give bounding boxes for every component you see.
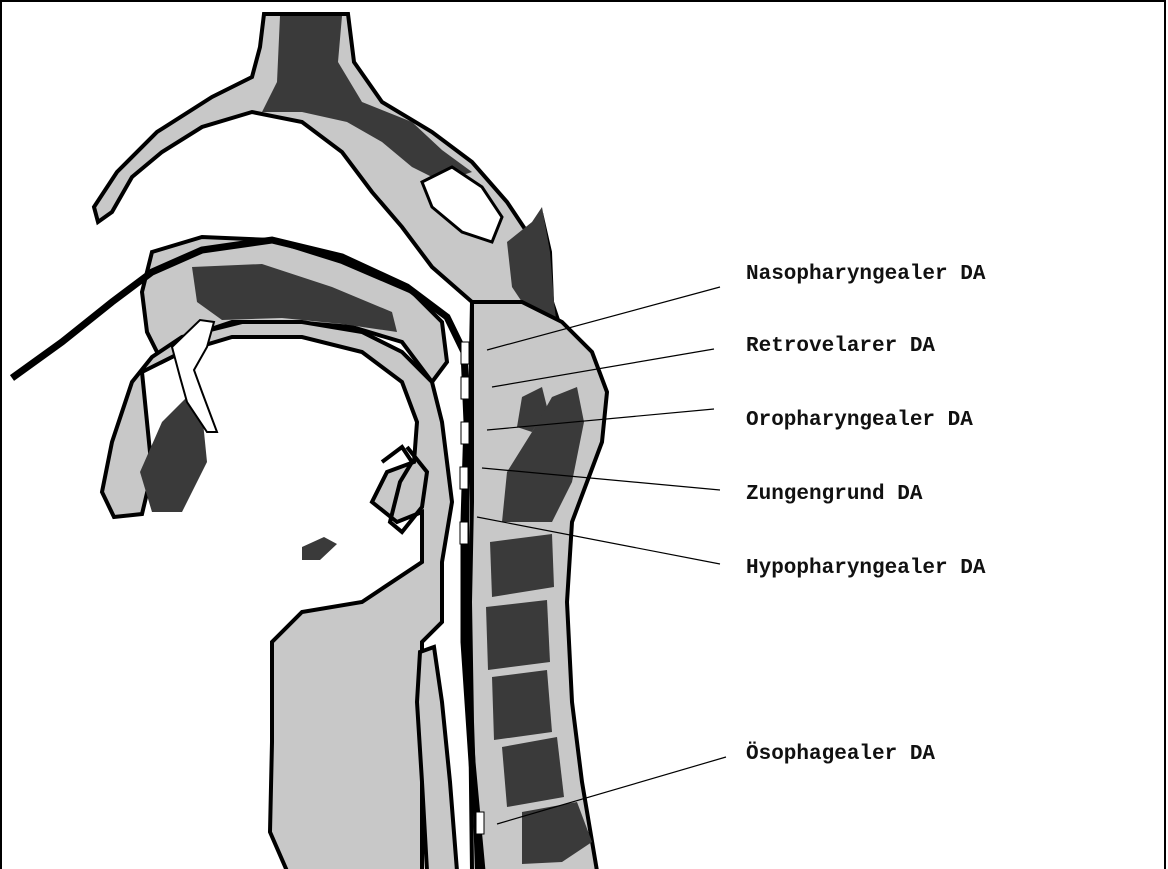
tongue-mandible	[102, 322, 452, 869]
sensor-hypo	[460, 522, 468, 544]
label-nasopharyngeal: Nasopharyngealer DA	[746, 264, 985, 285]
sensor-retro	[461, 377, 469, 399]
sensor-zunge	[460, 467, 468, 489]
sensor-oro	[461, 422, 469, 444]
hyoid-bone	[302, 537, 337, 560]
sensor-naso	[461, 342, 469, 364]
vertebra-c5	[492, 670, 552, 740]
label-retrovelar: Retrovelarer DA	[746, 336, 935, 357]
vertebra-c3	[490, 534, 554, 597]
label-hypopharyngeal: Hypopharyngealer DA	[746, 558, 985, 579]
vertebra-c6	[502, 737, 564, 807]
label-zungengrund: Zungengrund DA	[746, 484, 922, 505]
vertebra-c4	[486, 600, 550, 670]
label-oropharyngeal: Oropharyngealer DA	[746, 410, 973, 431]
label-oesophageal: Ösophagealer DA	[746, 744, 935, 765]
sensor-oeso	[476, 812, 484, 834]
